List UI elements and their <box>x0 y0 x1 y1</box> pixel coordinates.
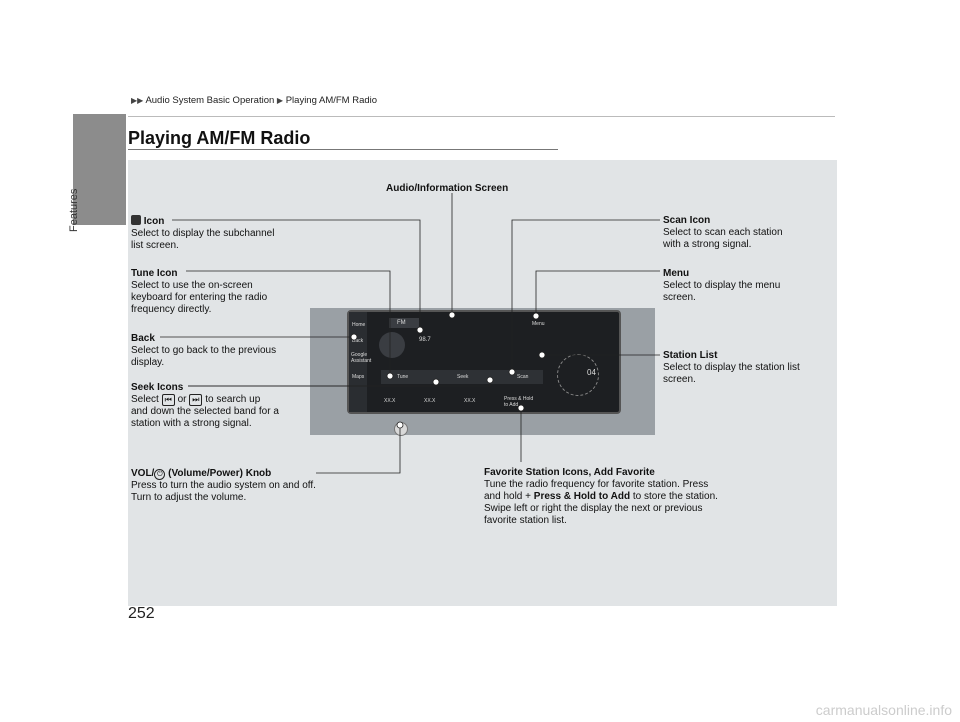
label-seek: Seek Icons Select ⏮ or ⏭ to search up an… <box>131 382 279 429</box>
breadcrumb-arrow-icon: ▶▶ <box>131 96 144 105</box>
skip-back-icon: ⏮ <box>161 394 175 406</box>
screen-press-hold: Press & Hold to Add <box>504 396 534 408</box>
header-divider <box>128 116 835 117</box>
screen-clock: 04 <box>587 368 596 377</box>
section-tab <box>73 114 126 225</box>
page-title: Playing AM/FM Radio <box>128 128 311 148</box>
screen-seek: Seek <box>457 374 469 380</box>
breadcrumb-part2[interactable]: Playing AM/FM Radio <box>285 95 378 106</box>
clock-icon <box>557 354 599 396</box>
control-bar <box>381 370 543 384</box>
label-station-list: Station List Select to display the stati… <box>663 350 800 385</box>
screen-google: Google Assistant <box>351 352 372 364</box>
power-icon: ⏻ <box>154 469 166 480</box>
screen-band: FM <box>397 320 406 326</box>
radio-icon <box>379 332 405 358</box>
page-number: 252 <box>128 605 155 622</box>
label-favorite: Favorite Station Icons, Add Favorite Tun… <box>484 467 718 526</box>
screen-preset3: XX.X <box>464 398 476 404</box>
screen-back: Back <box>352 338 364 344</box>
screen-home: Home <box>352 322 366 328</box>
band-chip <box>389 318 419 328</box>
breadcrumb-part1[interactable]: Audio System Basic Operation <box>145 95 275 106</box>
breadcrumb-arrow-icon: ▶ <box>276 96 284 105</box>
audio-screen-illustration: Home Back Google Assistant Maps FM 98.7 … <box>347 310 621 414</box>
screen-maps: Maps <box>352 374 365 380</box>
label-audio-screen: Audio/Information Screen <box>386 183 509 194</box>
screen-scan: Scan <box>517 374 529 380</box>
screen-preset1: XX.X <box>384 398 396 404</box>
screen-preset2: XX.X <box>424 398 436 404</box>
screen-tune: Tune <box>397 374 409 380</box>
skip-forward-icon: ⏭ <box>189 394 203 406</box>
label-vol: VOL/⏻ (Volume/Power) Knob Press to turn … <box>131 468 316 503</box>
screen-freq: 98.7 <box>419 337 431 343</box>
screen-menu: Menu <box>532 321 545 327</box>
breadcrumb: ▶▶ Audio System Basic Operation ▶ Playin… <box>131 95 377 106</box>
title-divider <box>128 149 558 150</box>
subchannel-icon <box>131 215 141 225</box>
watermark: carmanualsonline.info <box>815 702 952 718</box>
